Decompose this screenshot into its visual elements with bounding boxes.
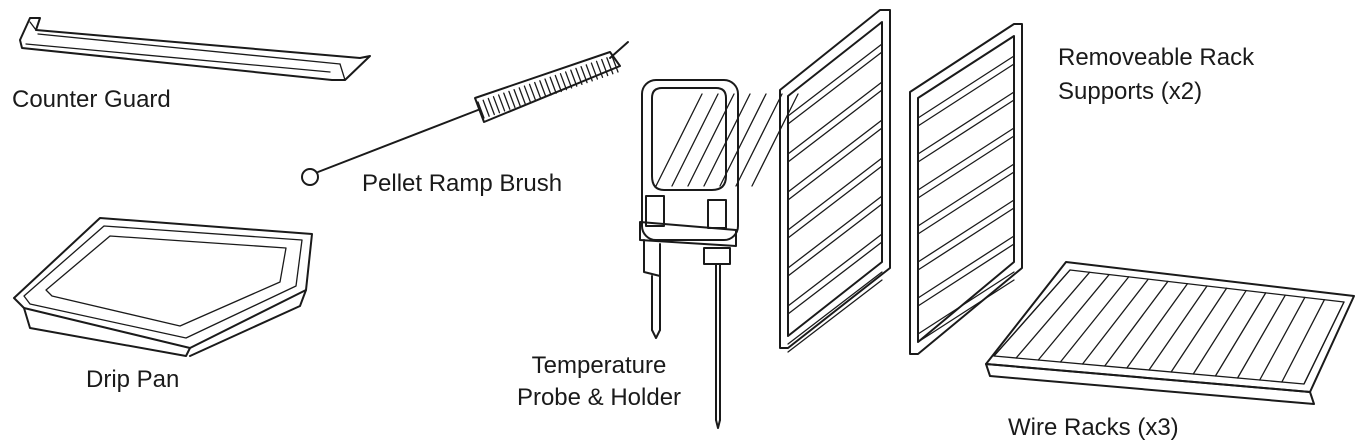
wire-rack-rod <box>1126 283 1189 369</box>
holder-hatch-line <box>655 93 703 187</box>
pellet-ramp-brush-label: Pellet Ramp Brush <box>362 170 563 197</box>
brush-bristle-line <box>503 92 511 110</box>
pellet-ramp-brush-drawing <box>301 41 629 186</box>
rack-support-rung <box>787 241 883 315</box>
brush-bristle-line <box>477 101 485 119</box>
brush-bristle-line <box>549 76 557 94</box>
rack-support-rung <box>917 55 1015 119</box>
rack-support-rung <box>917 163 1015 227</box>
rack-support-left-drawing <box>779 9 891 353</box>
holder-hatch-line <box>703 93 751 187</box>
wire-rack-rod <box>993 269 1071 357</box>
brush-bristle-line <box>554 74 562 93</box>
rack-support-rung <box>787 51 883 125</box>
brush-bristle-line <box>590 62 599 80</box>
rack-support-rung <box>917 279 1015 343</box>
brush-bristle-line <box>601 58 609 77</box>
brush-bristle-line <box>492 96 501 114</box>
wire-rack-rod <box>1037 273 1110 361</box>
rack-support-rung <box>787 119 883 193</box>
brush-bristle-line <box>528 83 537 101</box>
holder-hatch-line <box>671 93 719 187</box>
rack-support-rung <box>787 127 883 201</box>
holder-hatch-line <box>687 93 735 187</box>
brush-bristle-line <box>523 85 532 103</box>
rack-supports-label: Removeable Rack Supports (x2) <box>1058 44 1254 106</box>
brush-bristle-line <box>508 90 516 109</box>
brush-bristle-line <box>518 87 526 105</box>
brush-bristle-line <box>585 64 593 82</box>
rack-support-rung <box>917 199 1015 263</box>
brush-bristle-line <box>564 71 573 89</box>
rack-support-rung <box>787 157 883 231</box>
temperature-probe-label-line2: Probe & Holder <box>516 384 682 411</box>
wire-rack-rod <box>1059 276 1130 363</box>
rack-support-rung <box>917 127 1015 191</box>
brush-bristle-line <box>544 78 552 96</box>
brush-bristle-line <box>559 73 568 91</box>
wire-rack-drawing <box>985 261 1355 405</box>
wire-rack-rod <box>1281 299 1326 383</box>
rack-support-rung <box>787 195 883 269</box>
wire-rack-rod <box>1015 271 1091 359</box>
brush-bristle-line <box>534 81 542 100</box>
wire-rack-rod <box>1081 278 1149 365</box>
temperature-probe-label-line1: Temperature <box>531 352 667 379</box>
brush-bristle-line <box>611 55 619 73</box>
brush-bristle-line <box>570 69 578 87</box>
brush-bristle-line <box>539 80 547 98</box>
brush-bristle-line <box>513 88 521 107</box>
rack-support-rung <box>787 81 883 155</box>
brush-bristle-line <box>482 99 490 117</box>
rack-support-rung <box>917 91 1015 155</box>
rack-supports-label-line2: Supports (x2) <box>1058 78 1203 105</box>
wire-rack-rod <box>1148 285 1208 371</box>
wire-rack-rod <box>1236 294 1286 379</box>
wire-rack-rod <box>1214 292 1267 377</box>
rack-support-right-drawing <box>909 23 1023 355</box>
counter-guard-drawing <box>19 17 371 81</box>
rack-support-rung <box>917 271 1015 335</box>
wire-rack-rod <box>1170 287 1228 373</box>
counter-guard-label: Counter Guard <box>12 86 171 113</box>
wire-rack-rod <box>1259 296 1306 381</box>
temperature-probe-drawing <box>639 79 799 429</box>
rack-support-rung <box>787 43 883 117</box>
brush-bristle-line <box>580 65 588 84</box>
rack-support-rung <box>917 207 1015 271</box>
rack-support-rung <box>917 235 1015 299</box>
brush-bristle-line <box>595 60 604 78</box>
wire-rack-rod <box>1192 289 1247 375</box>
rack-support-rung <box>787 89 883 163</box>
brush-bristle-line <box>487 97 495 116</box>
rack-supports-label-line1: Removeable Rack <box>1058 44 1255 71</box>
wire-rack-rod <box>1104 280 1169 367</box>
holder-hatch-line <box>719 93 767 187</box>
brush-bristle-line <box>575 67 583 86</box>
temperature-probe-label: Temperature Probe & Holder <box>490 352 708 412</box>
drip-pan-label: Drip Pan <box>86 366 180 393</box>
drip-pan-drawing <box>13 217 313 357</box>
brush-bristle-line <box>606 57 614 75</box>
holder-hatch-line <box>751 93 799 187</box>
holder-hatch-line <box>735 93 783 187</box>
rack-support-rung <box>917 171 1015 235</box>
rack-support-rung <box>917 135 1015 199</box>
rack-support-rung <box>917 99 1015 163</box>
rack-support-rung <box>787 203 883 277</box>
wire-rack-rod <box>1303 301 1345 385</box>
wire-racks-label: Wire Racks (x3) <box>1008 414 1179 441</box>
rack-support-rung <box>787 271 883 345</box>
rack-support-rung <box>917 243 1015 307</box>
brush-bristle-line <box>497 94 506 112</box>
rack-support-rung <box>787 233 883 307</box>
rack-support-rung <box>787 165 883 239</box>
rack-support-rung <box>917 63 1015 127</box>
rack-support-rung <box>787 279 883 353</box>
